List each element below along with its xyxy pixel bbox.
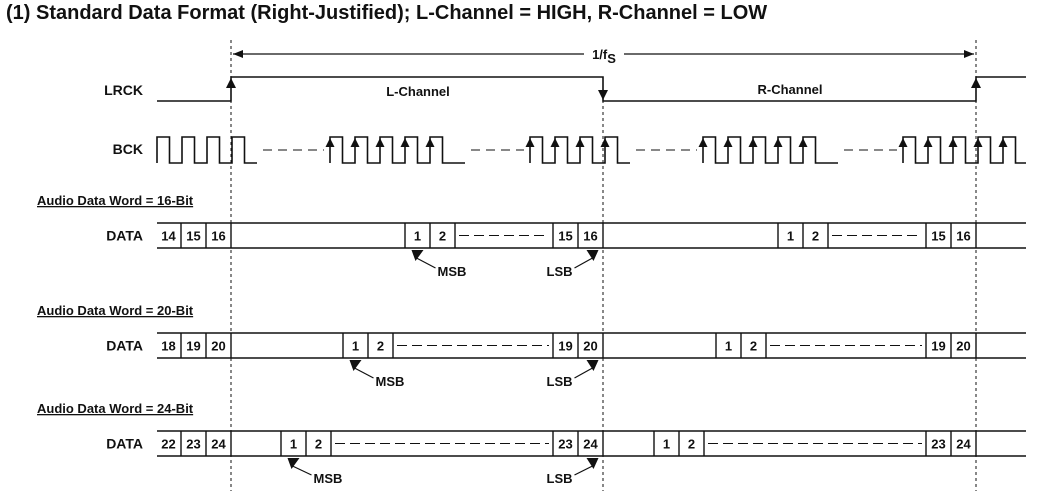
msb-leader: [354, 367, 374, 379]
bit-cell: 19: [558, 339, 572, 354]
bit-cell: 23: [558, 437, 572, 452]
lsb-leader: [574, 257, 593, 269]
lsb-label: LSB: [547, 471, 573, 486]
bck-pulse-group-0: [156, 136, 257, 164]
bit-cell: 15: [931, 229, 945, 244]
lsb-label: LSB: [547, 374, 573, 389]
lsb-leader: [574, 465, 593, 476]
section-label: Audio Data Word = 24-Bit: [37, 401, 194, 416]
bit-cell: 23: [186, 437, 200, 452]
msb-label: MSB: [438, 264, 467, 279]
bit-cell: 15: [558, 229, 572, 244]
bit-cell: 1: [787, 229, 794, 244]
bit-cell: 1: [663, 437, 670, 452]
r-channel-label: R-Channel: [758, 82, 823, 97]
bck-pulse-group-2: [529, 136, 630, 164]
bit-cell: 2: [439, 229, 446, 244]
bit-cell: 16: [211, 229, 225, 244]
lsb-leader: [574, 367, 593, 379]
bit-cell: 2: [688, 437, 695, 452]
reference-lines: [230, 40, 977, 491]
data-label: DATA: [106, 228, 143, 244]
l-channel-label: L-Channel: [386, 84, 450, 99]
bit-cell: 1: [414, 229, 421, 244]
bit-cell: 22: [161, 437, 175, 452]
bit-cell: 1: [352, 339, 359, 354]
bit-cell: 19: [186, 339, 200, 354]
bit-cell: 24: [211, 437, 226, 452]
bit-cell: 2: [812, 229, 819, 244]
data-label: DATA: [106, 436, 143, 452]
lrck-label: LRCK: [104, 82, 143, 98]
bit-cell: 24: [956, 437, 971, 452]
period-label: 1/fS: [592, 47, 616, 66]
bit-cell: 24: [583, 437, 598, 452]
msb-label: MSB: [376, 374, 405, 389]
bit-cell: 23: [931, 437, 945, 452]
bit-cell: 1: [290, 437, 297, 452]
lrck-rising-arrow: [226, 78, 236, 88]
bit-cell: 19: [931, 339, 945, 354]
msb-pointer: [287, 458, 300, 469]
bit-cell: 15: [186, 229, 200, 244]
msb-pointer: [349, 360, 362, 371]
bit-cell: 16: [583, 229, 597, 244]
bit-cell: 20: [583, 339, 597, 354]
lrck-rising-arrow-2: [971, 78, 981, 88]
diagram-title: (1) Standard Data Format (Right-Justifie…: [6, 2, 768, 24]
lrck-falling-arrow: [598, 90, 608, 100]
data-label: DATA: [106, 338, 143, 354]
bit-cell: 2: [750, 339, 757, 354]
section-label: Audio Data Word = 16-Bit: [37, 193, 194, 208]
bit-cell: 14: [161, 229, 176, 244]
bit-cell: 20: [956, 339, 970, 354]
bck-waveform: [156, 136, 1026, 164]
bit-cell: 16: [956, 229, 970, 244]
bck-pulse-group-3: [702, 136, 838, 164]
msb-leader: [416, 257, 436, 269]
bck-pulse-group-1: [329, 136, 465, 164]
section-label: Audio Data Word = 20-Bit: [37, 303, 194, 318]
msb-leader: [292, 465, 312, 476]
bck-label: BCK: [113, 141, 143, 157]
bck-pulse-group-4: [902, 136, 1026, 164]
msb-label: MSB: [314, 471, 343, 486]
lsb-pointer: [586, 360, 599, 371]
bit-cell: 18: [161, 339, 175, 354]
period-indicator: 1/fS: [233, 42, 974, 66]
bit-cell: 20: [211, 339, 225, 354]
lrck-waveform: L-Channel R-Channel: [157, 76, 1026, 102]
bit-cell: 2: [315, 437, 322, 452]
bit-cell: 2: [377, 339, 384, 354]
lsb-label: LSB: [547, 264, 573, 279]
lsb-pointer: [586, 250, 599, 261]
lsb-pointer: [586, 458, 599, 469]
bit-cell: 1: [725, 339, 732, 354]
msb-pointer: [411, 250, 424, 261]
